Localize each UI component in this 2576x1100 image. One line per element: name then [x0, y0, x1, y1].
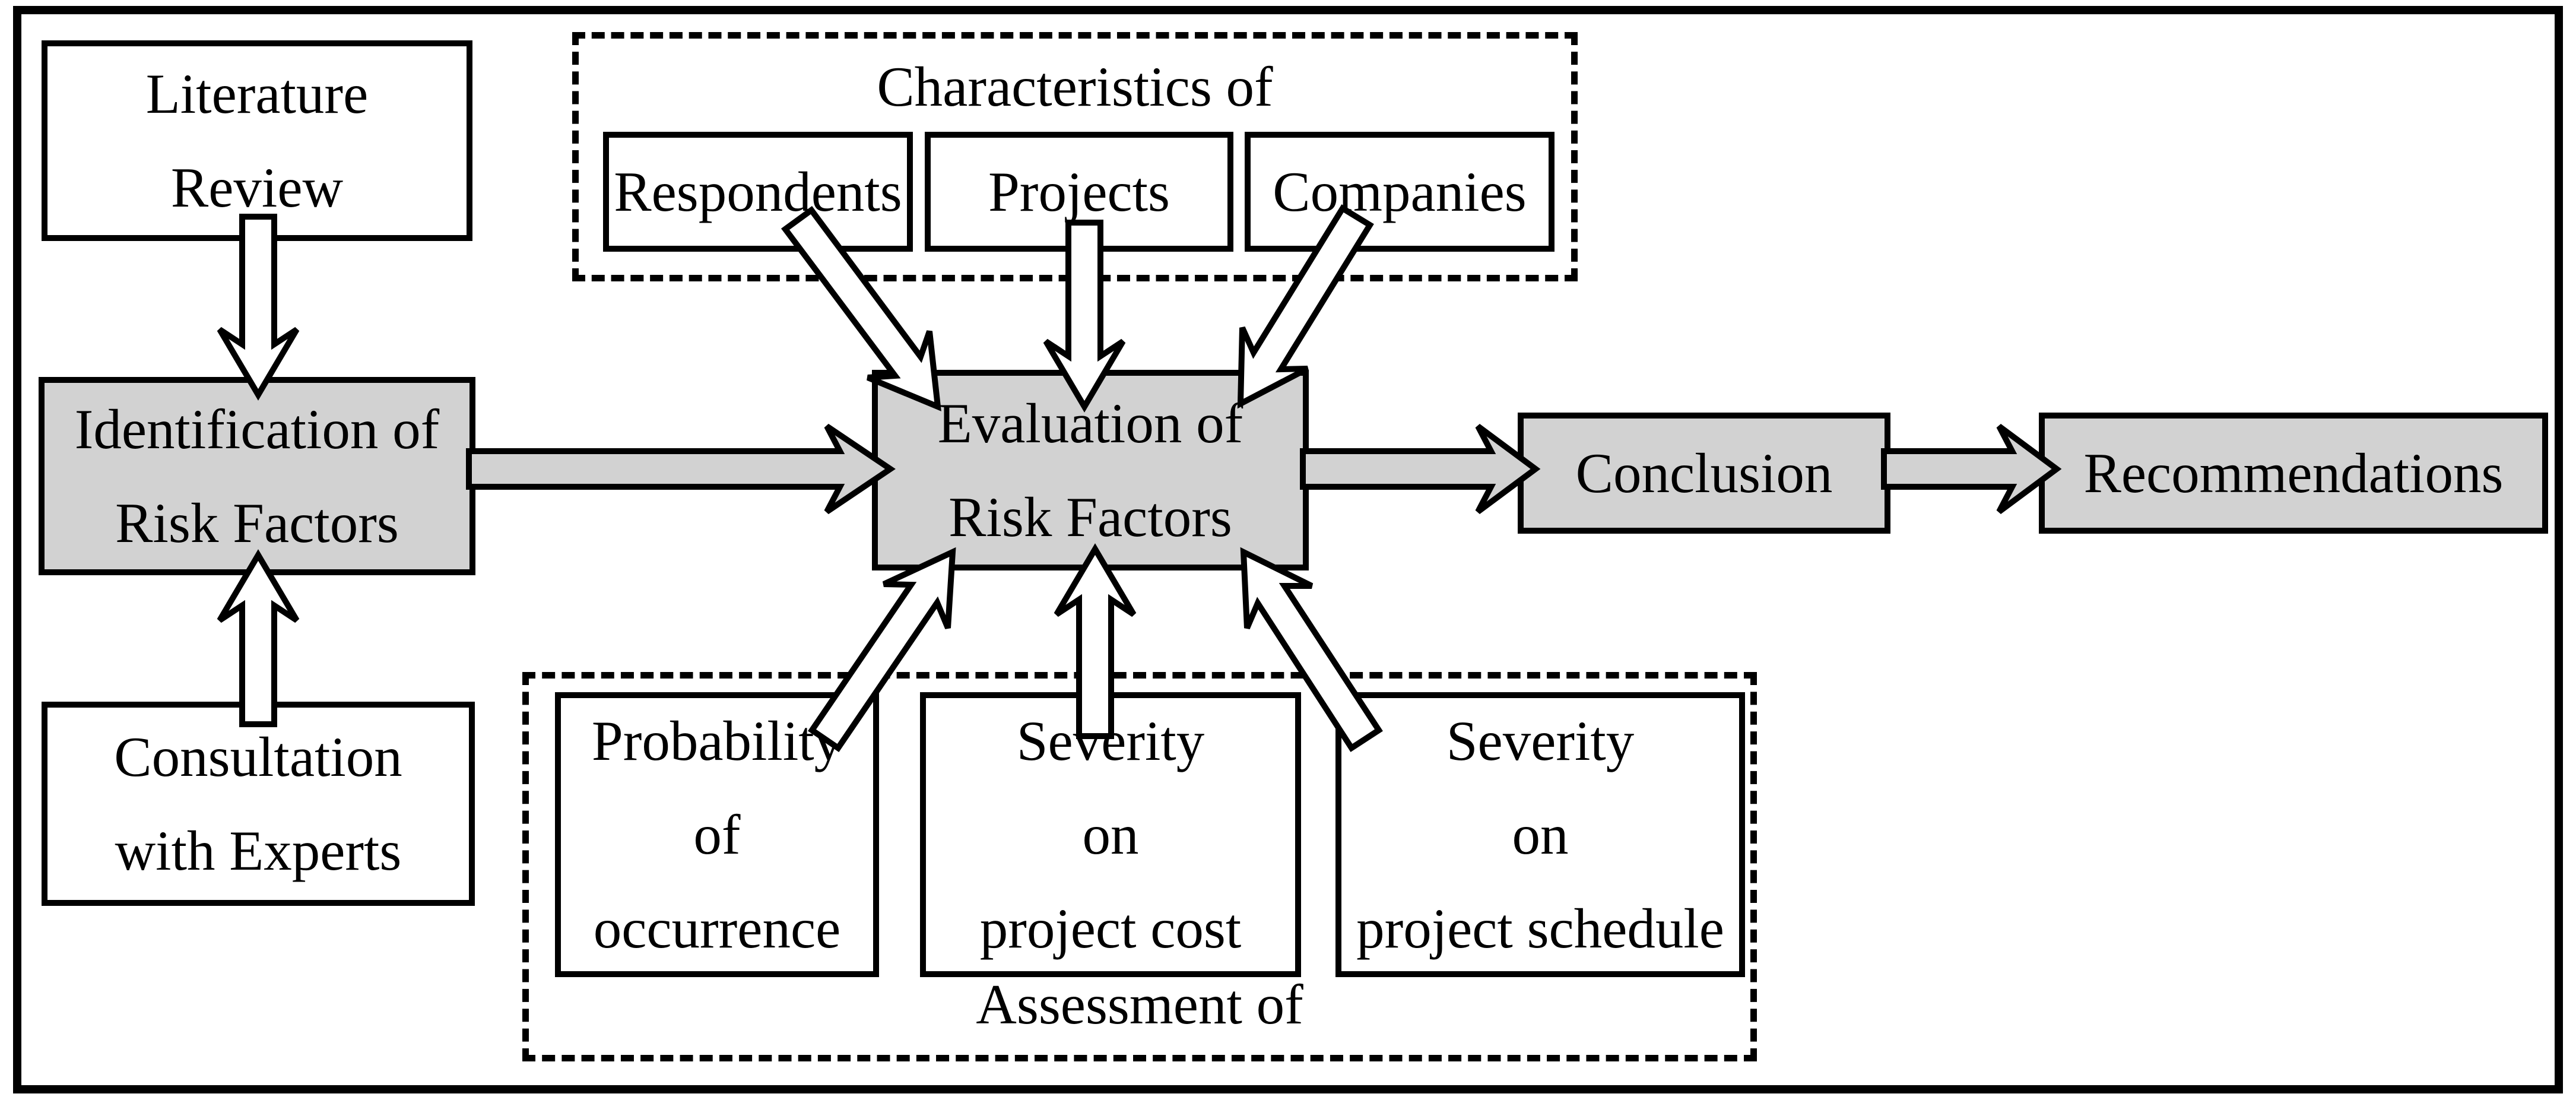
node-label: Literature Review — [145, 62, 369, 219]
node-literature-review: Literature Review — [42, 40, 472, 241]
node-label: Identification of Risk Factors — [74, 398, 440, 554]
node-identification-of-risk-factors: Identification of Risk Factors — [39, 377, 475, 575]
node-label: Severity on project schedule — [1356, 709, 1724, 960]
node-label: Projects — [988, 160, 1170, 223]
node-label: Severity on project cost — [979, 709, 1242, 960]
group-assessment-label: Assessment of — [976, 973, 1303, 1036]
node-projects: Projects — [925, 132, 1233, 252]
node-label: Evaluation of Risk Factors — [937, 392, 1243, 549]
node-respondents: Respondents — [603, 132, 913, 252]
node-conclusion: Conclusion — [1518, 413, 1890, 534]
node-recommendations: Recommendations — [2039, 413, 2548, 534]
node-companies: Companies — [1245, 132, 1555, 252]
outer-border-frame — [13, 6, 2563, 1093]
node-severity-on-project-cost: Severity on project cost — [920, 692, 1301, 977]
node-label: Respondents — [614, 160, 902, 223]
node-label: Consultation with Experts — [114, 725, 402, 882]
node-label: Companies — [1273, 160, 1527, 223]
group-characteristics-label: Characteristics of — [877, 55, 1273, 118]
node-label: Probability of occurrence — [591, 709, 843, 960]
node-evaluation-of-risk-factors: Evaluation of Risk Factors — [872, 370, 1309, 570]
node-label: Conclusion — [1575, 442, 1833, 505]
group-assessment: Assessment of — [522, 672, 1757, 1061]
node-probability-of-occurrence: Probability of occurrence — [555, 692, 879, 977]
node-consultation-with-experts: Consultation with Experts — [42, 702, 475, 906]
node-severity-on-project-schedule: Severity on project schedule — [1335, 692, 1745, 977]
node-label: Recommendations — [2083, 442, 2504, 505]
